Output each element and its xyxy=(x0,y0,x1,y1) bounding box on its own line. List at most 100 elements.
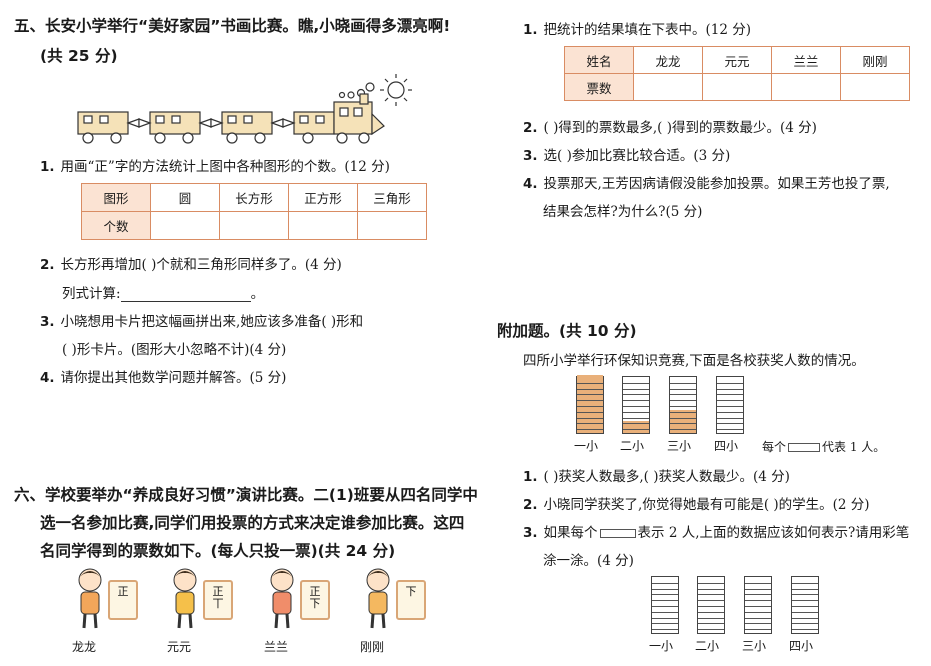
bonus-intro: 四所小学举行环保知识竞赛,下面是各校获奖人数的情况。 xyxy=(523,353,865,369)
shape-count-table: 图形 圆 长方形 正方形 三角形 个数 xyxy=(81,183,427,240)
award-bar-segment xyxy=(577,423,603,425)
award-bar-segment xyxy=(623,423,649,425)
empty-bar-segment xyxy=(745,623,771,625)
s6-q1: 1.把统计的结果填在下表中。(12 分) xyxy=(523,22,752,38)
bonus-q3b: 涂一涂。(4 分) xyxy=(543,553,634,569)
empty-bar-segment xyxy=(792,600,818,602)
empty-bar-1[interactable] xyxy=(697,576,725,634)
award-bar-segment xyxy=(717,423,743,425)
empty-bar-segment xyxy=(792,611,818,613)
bonus-q2: 2.小晓同学获奖了,你觉得她最有可能是( )的学生。(2 分) xyxy=(523,497,870,513)
votes-ganggang-cell[interactable] xyxy=(840,73,910,101)
section5-points: (共 25 分) xyxy=(40,47,118,65)
empty-bar-segment xyxy=(792,594,818,596)
s5-q4: 4.请你提出其他数学问题并解答。(5 分) xyxy=(40,370,287,386)
empty-school-label-0: 一小 xyxy=(649,639,674,653)
student-name-1: 元元 xyxy=(167,640,192,654)
award-bar-segment xyxy=(577,388,603,390)
count-rectangle-cell[interactable] xyxy=(219,211,289,240)
th-rectangle: 长方形 xyxy=(219,183,289,212)
award-bar-segment xyxy=(717,406,743,407)
tally-sign-3: 下 xyxy=(396,580,426,620)
student-figure-1 xyxy=(173,568,197,629)
empty-bar-segment xyxy=(652,582,678,584)
empty-school-label-3: 四小 xyxy=(789,639,814,653)
empty-bar-segment xyxy=(698,611,724,613)
calc-answer-line[interactable] xyxy=(120,287,251,302)
empty-bar-0[interactable] xyxy=(651,576,679,634)
th-ganggang: 刚刚 xyxy=(840,46,910,74)
empty-bar-segment xyxy=(792,582,818,584)
s6-q2: 2.( )得到的票数最多,( )得到的票数最少。(4 分) xyxy=(523,120,817,136)
th-square: 正方形 xyxy=(288,183,358,212)
tally-sign-2: 正 下 xyxy=(300,580,330,620)
section6-line2: 选一名参加比赛,同学们用投票的方式来决定谁参加比赛。这四 xyxy=(40,514,465,532)
legend: 每个代表 1 人。 xyxy=(762,440,886,454)
award-bar-segment xyxy=(577,394,603,396)
s5-q2-sub: 列式计算:。 xyxy=(62,286,265,302)
student-name-0: 龙龙 xyxy=(72,640,97,654)
award-bar-0 xyxy=(576,375,604,434)
empty-bar-segment xyxy=(652,588,678,590)
count-triangle-cell[interactable] xyxy=(357,211,427,240)
train-picture xyxy=(77,74,412,144)
award-bar-segment xyxy=(623,388,649,390)
votes-yuanyuan-cell[interactable] xyxy=(702,73,772,101)
th-lanlan: 兰兰 xyxy=(771,46,841,74)
student-name-3: 刚刚 xyxy=(360,640,385,654)
award-bar-segment xyxy=(670,388,696,390)
award-bar-fill-1 xyxy=(623,421,649,433)
th-circle: 圆 xyxy=(150,183,220,212)
vote-table: 姓名 龙龙 元元 兰兰 刚刚 票数 xyxy=(564,46,910,101)
award-bar-segment xyxy=(717,411,743,413)
empty-bar-segment xyxy=(652,594,678,596)
award-bar-segment xyxy=(670,417,696,419)
th-yuanyuan: 元元 xyxy=(702,46,772,74)
award-bar-segment xyxy=(577,382,603,384)
empty-school-label-1: 二小 xyxy=(695,639,720,653)
empty-bar-segment xyxy=(745,606,771,607)
award-bar-segment xyxy=(717,400,743,402)
award-bar-segment xyxy=(717,417,743,419)
award-bar-segment xyxy=(577,417,603,419)
award-bar-segment xyxy=(623,417,649,419)
empty-bar-segment xyxy=(652,623,678,625)
empty-bar-segment xyxy=(792,617,818,619)
empty-bar-segment xyxy=(698,606,724,607)
empty-bar-segment xyxy=(652,606,678,607)
empty-bar-2[interactable] xyxy=(744,576,772,634)
votes-lanlan-cell[interactable] xyxy=(771,73,841,101)
award-school-label-0: 一小 xyxy=(574,439,599,453)
s5-q2: 2.长方形再增加( )个就和三角形同样多了。(4 分) xyxy=(40,257,342,273)
unit-2-box xyxy=(599,529,636,538)
award-bar-segment xyxy=(623,411,649,413)
award-bar-segment xyxy=(623,394,649,396)
s5-q3b: ( )形卡片。(图形大小忽略不计)(4 分) xyxy=(62,342,287,358)
award-bar-segment xyxy=(717,394,743,396)
award-bar-segment xyxy=(623,382,649,384)
section6-line3: 名同学得到的票数如下。(每人只投一票)(共 24 分) xyxy=(40,542,396,560)
empty-bar-segment xyxy=(792,606,818,607)
award-school-label-3: 四小 xyxy=(714,439,739,453)
s6-q3: 3.选( )参加比赛比较合适。(3 分) xyxy=(523,148,731,164)
count-square-cell[interactable] xyxy=(288,211,358,240)
td-votes-label: 票数 xyxy=(564,73,634,101)
empty-bar-segment xyxy=(652,600,678,602)
award-bar-segment xyxy=(670,406,696,407)
student-name-2: 兰兰 xyxy=(264,640,289,654)
award-school-label-1: 二小 xyxy=(620,439,645,453)
award-bar-segment xyxy=(717,388,743,390)
empty-bar-segment xyxy=(745,611,771,613)
td-count-label: 个数 xyxy=(81,211,151,240)
count-circle-cell[interactable] xyxy=(150,211,220,240)
empty-bar-segment xyxy=(792,623,818,625)
empty-bar-segment xyxy=(698,629,724,631)
award-bar-segment xyxy=(623,429,649,431)
empty-bar-segment xyxy=(792,629,818,631)
empty-bar-segment xyxy=(698,617,724,619)
empty-bar-segment xyxy=(745,594,771,596)
votes-longlong-cell[interactable] xyxy=(633,73,703,101)
empty-bar-segment xyxy=(745,629,771,631)
award-bar-segment xyxy=(670,423,696,425)
empty-bar-3[interactable] xyxy=(791,576,819,634)
